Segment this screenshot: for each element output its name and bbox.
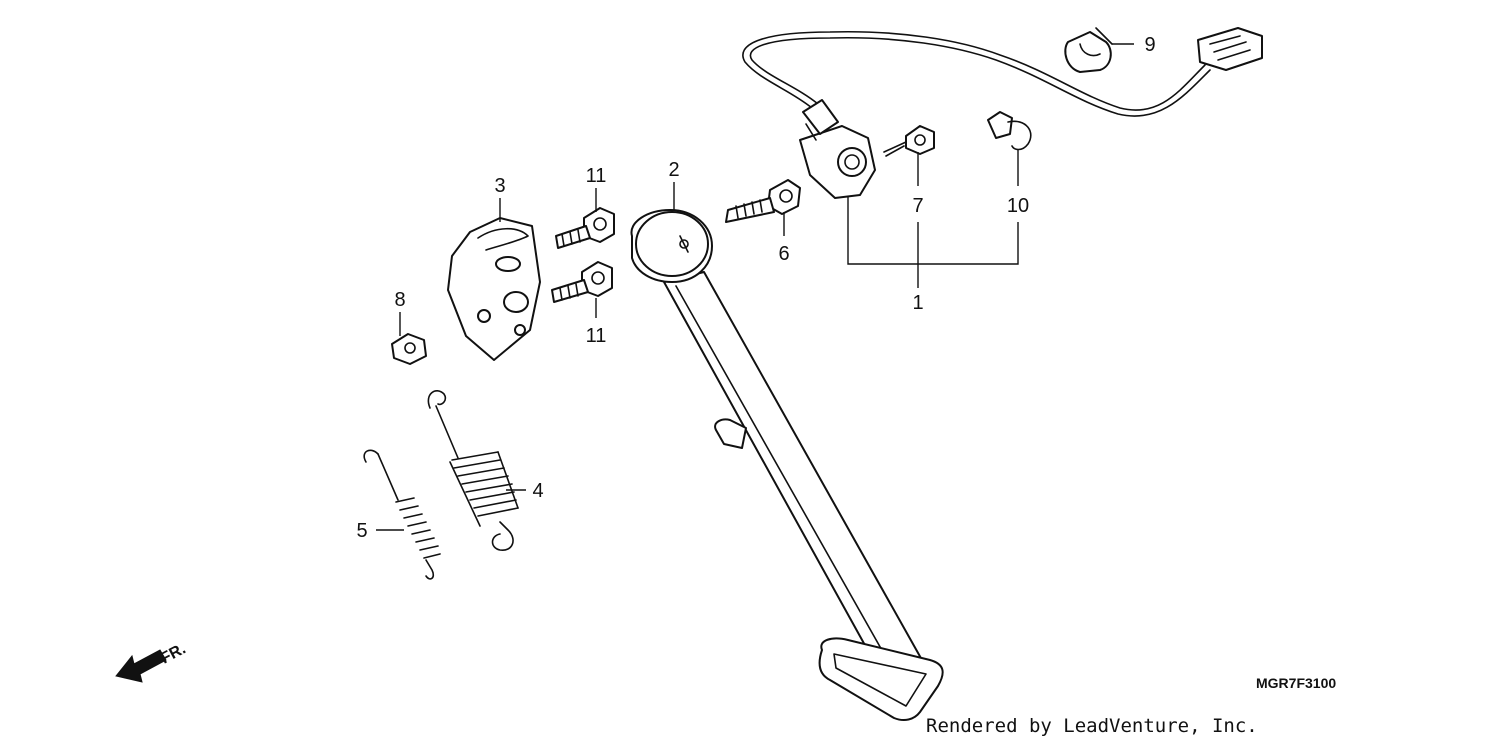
callout-1: 1 <box>912 292 923 314</box>
drawing-code: MGR7F3100 <box>1256 675 1336 691</box>
callout-5: 5 <box>356 520 367 542</box>
callout-9: 9 <box>1144 34 1155 56</box>
callout-7: 7 <box>912 195 923 217</box>
callout-10: 10 <box>1007 195 1029 217</box>
part-4-spring-large[interactable] <box>427 390 519 551</box>
callout-labels: 1 2 3 4 5 6 7 8 9 10 11 11 <box>356 34 1155 542</box>
front-arrow-label: FR. <box>158 640 189 667</box>
render-credit: Rendered by LeadVenture, Inc. <box>926 715 1258 737</box>
callout-11-lower: 11 <box>586 325 607 347</box>
part-3-bracket[interactable] <box>447 217 541 361</box>
part-2-side-stand[interactable] <box>630 209 944 721</box>
part-7-bolt[interactable] <box>883 125 935 157</box>
callout-3: 3 <box>494 175 505 197</box>
part-11-bolt-upper[interactable] <box>555 207 615 249</box>
part-6-pivot-bolt[interactable] <box>725 179 801 223</box>
part-8-nut[interactable] <box>391 333 427 365</box>
part-11-bolt-lower[interactable] <box>551 261 613 303</box>
part-10-wire-clip[interactable] <box>987 111 1032 151</box>
callout-6: 6 <box>778 243 789 265</box>
callout-2: 2 <box>668 159 679 181</box>
part-5-spring-small[interactable] <box>363 449 441 580</box>
leader-lines <box>376 43 1134 531</box>
callout-4: 4 <box>532 480 543 502</box>
part-1-side-stand-switch[interactable] <box>742 27 1263 199</box>
callout-11-upper: 11 <box>586 165 607 187</box>
callout-8: 8 <box>394 289 405 311</box>
part-9-clamp[interactable] <box>1064 27 1113 73</box>
front-direction-arrow: FR. <box>115 640 189 683</box>
